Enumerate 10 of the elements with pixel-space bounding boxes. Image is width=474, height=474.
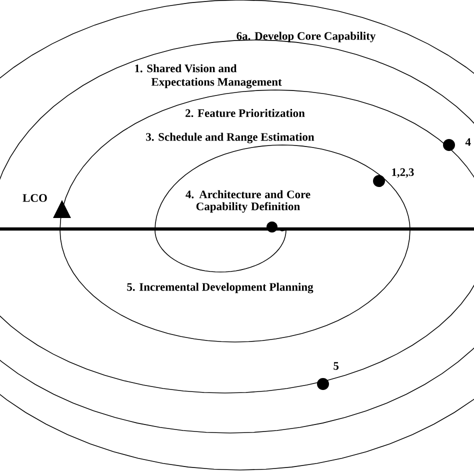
spiral-label: 2. Feature Prioritization (186, 108, 305, 118)
spiral-label: 5 (334, 362, 339, 370)
spiral-label: 1. Shared Vision and Expectations Management (135, 64, 282, 88)
spiral-label: 5. Incremental Development Planning (127, 282, 314, 294)
spiral-label: 4. Architecture and Core Capability Definition (186, 190, 310, 213)
spiral-label: 3. Schedule and Range Estimation (146, 132, 314, 144)
spiral-label: 6a. Develop Core Capability (236, 32, 376, 42)
spiral-label: 4 (465, 138, 471, 146)
spiral-label: 1,2,3 (392, 168, 414, 178)
spiral-label: LCO (22, 194, 47, 202)
